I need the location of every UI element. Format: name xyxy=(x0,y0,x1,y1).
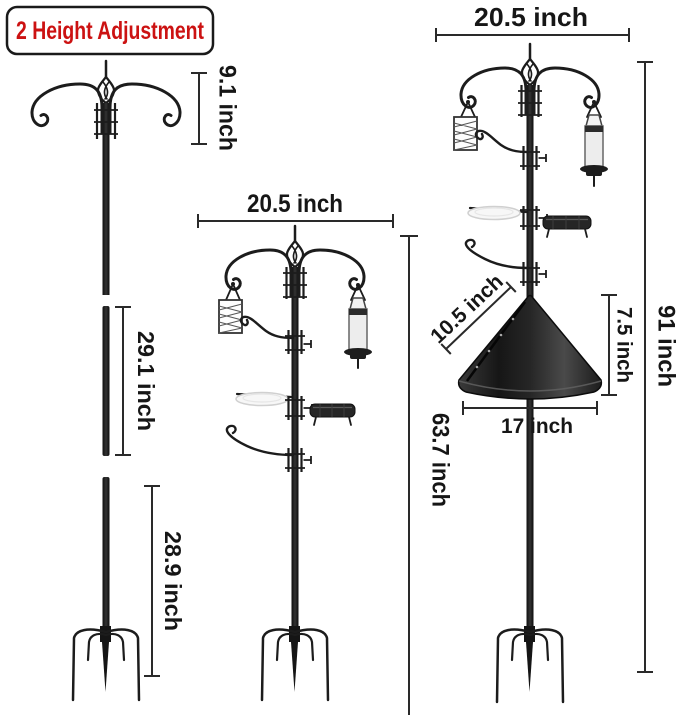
assembled-station-figure: 20.5 inch xyxy=(197,190,454,715)
pole-top-segment xyxy=(102,103,110,295)
dimension-line xyxy=(197,214,394,228)
right-hook xyxy=(297,248,366,298)
ground-spike xyxy=(102,642,109,692)
dimension-line xyxy=(462,401,598,415)
tube-feeder xyxy=(580,100,608,187)
double-hook-top xyxy=(224,248,366,298)
dim-width: 20.5 inch xyxy=(197,190,394,228)
dimension-label: 20.5 inch xyxy=(247,190,343,218)
dimension-label: 7.5 inch xyxy=(613,307,636,383)
dimension-line xyxy=(435,28,630,42)
hook-bracket xyxy=(283,267,307,299)
tube-feeder xyxy=(344,283,372,369)
dim-height: 63.7 inch xyxy=(400,235,454,715)
seed-tray-mesh xyxy=(520,206,592,238)
ground-spike xyxy=(526,642,533,692)
finial-icon xyxy=(520,42,540,87)
dimension-label: 91 inch xyxy=(653,305,679,387)
main-pole xyxy=(291,267,299,628)
pole-middle-segment xyxy=(102,306,110,456)
seed-tray-white xyxy=(235,391,293,407)
side-hook-lower xyxy=(464,238,547,286)
dimension-label: 28.9 inch xyxy=(160,531,186,631)
dimension-line xyxy=(115,306,131,456)
right-hook xyxy=(532,66,601,116)
hook-bracket xyxy=(518,85,542,117)
suet-cage-feeder xyxy=(453,100,478,151)
left-hook xyxy=(224,248,293,298)
disassembled-pole-figure: 9.1 inch 29.1 inch 28.9 inch xyxy=(30,59,241,702)
dim-height: 91 inch xyxy=(637,61,679,673)
left-hook xyxy=(30,82,104,135)
suet-cage-feeder xyxy=(218,282,243,334)
dim-baffle-height: 7.5 inch xyxy=(601,294,636,396)
dimension-label: 17 inch xyxy=(501,415,573,438)
ground-spike xyxy=(291,642,298,692)
dimension-label: 20.5 inch xyxy=(474,2,588,32)
five-prong-base xyxy=(71,626,141,702)
dim-middle-section: 29.1 inch xyxy=(115,306,159,456)
pole-bottom-segment xyxy=(102,477,110,628)
five-prong-base xyxy=(495,626,565,704)
dim-top-section: 9.1 inch xyxy=(191,65,241,151)
dimension-line xyxy=(637,61,653,673)
dimension-line xyxy=(601,294,617,396)
five-prong-base xyxy=(260,626,330,702)
seed-tray-white xyxy=(467,205,528,221)
dimension-line xyxy=(400,235,418,715)
full-station-with-baffle-figure: 20.5 inch xyxy=(426,2,679,704)
dimension-label: 63.7 inch xyxy=(427,413,454,507)
double-hook-top xyxy=(30,82,182,135)
left-hook xyxy=(459,66,528,116)
dimension-label: 9.1 inch xyxy=(214,65,241,151)
side-hook-upper xyxy=(474,129,547,170)
badge-frame xyxy=(5,5,215,56)
seed-tray-mesh xyxy=(285,396,356,426)
side-hook-upper xyxy=(239,315,312,354)
side-hook-lower xyxy=(225,424,312,472)
dimension-line xyxy=(191,72,207,145)
double-hook-top xyxy=(459,66,601,116)
height-adjustment-badge: 2 Height Adjustment xyxy=(5,5,215,56)
dim-width: 20.5 inch xyxy=(435,2,630,42)
squirrel-baffle-cone xyxy=(457,294,603,400)
right-hook xyxy=(108,82,182,135)
dimension-label: 29.1 inch xyxy=(133,331,159,431)
dimension-line xyxy=(440,281,517,355)
badge-label: 2 Height Adjustment xyxy=(16,17,205,45)
dim-baffle-diameter: 17 inch xyxy=(462,401,598,438)
hook-bracket xyxy=(94,103,118,139)
dim-bottom-section: 28.9 inch xyxy=(144,485,186,677)
dimension-line xyxy=(144,485,160,677)
